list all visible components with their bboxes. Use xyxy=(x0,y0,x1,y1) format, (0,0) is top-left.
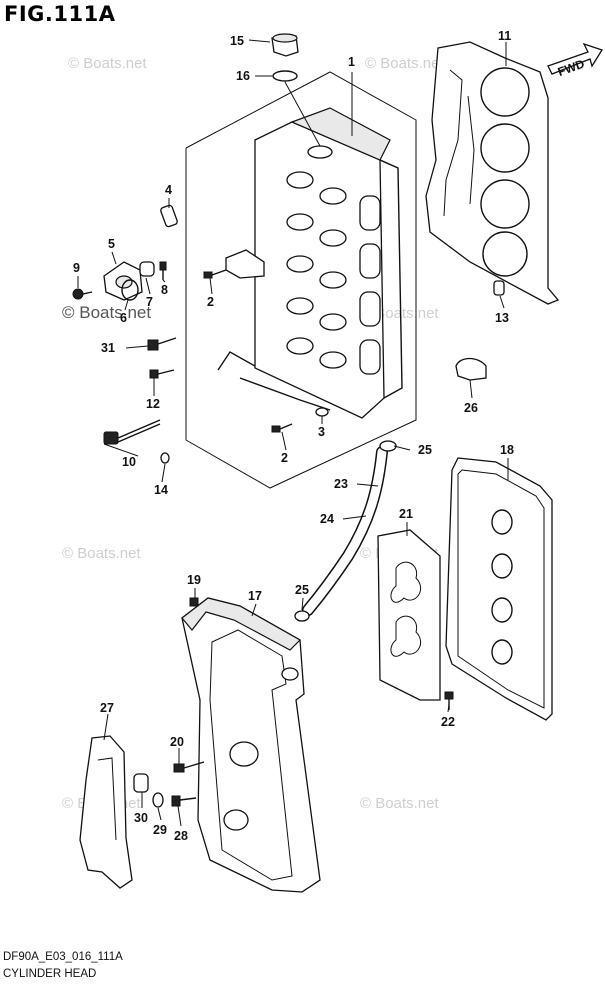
callout-30: 30 xyxy=(134,811,148,825)
callout-18: 18 xyxy=(500,443,514,457)
callout-2: 2 xyxy=(207,295,214,309)
watermark-dark: © Boats.net xyxy=(62,303,151,322)
callout-3: 3 xyxy=(318,425,325,439)
bolt xyxy=(147,337,177,351)
plug xyxy=(315,407,329,417)
figure-title: FIG.111A xyxy=(4,2,116,26)
watermark: © Boats.net xyxy=(360,795,439,812)
callout-2: 2 xyxy=(281,451,288,465)
breather-hose xyxy=(302,446,388,616)
bolt xyxy=(149,369,175,379)
callout-11: 11 xyxy=(498,29,511,43)
o-ring xyxy=(272,70,298,82)
hose-clamp xyxy=(455,357,487,381)
gasket-plate xyxy=(377,529,441,701)
callout-4: 4 xyxy=(165,183,172,197)
callout-31: 31 xyxy=(101,341,115,355)
head-gasket xyxy=(425,41,560,305)
watermark: © Boats.net xyxy=(68,55,147,72)
callout-19: 19 xyxy=(187,573,201,587)
cylinder-head-assembly xyxy=(185,71,417,489)
screw xyxy=(72,288,93,300)
callout-5: 5 xyxy=(108,237,115,251)
callout-23: 23 xyxy=(334,477,348,491)
figure-caption: CYLINDER HEAD xyxy=(3,968,97,980)
bolt xyxy=(171,795,197,807)
callout-13: 13 xyxy=(495,311,509,325)
callout-22: 22 xyxy=(441,715,455,729)
callout-12: 12 xyxy=(146,397,160,411)
forward-arrow-icon: FWD xyxy=(547,42,603,80)
callout-20: 20 xyxy=(170,735,184,749)
sensor-housing xyxy=(103,261,143,301)
heat-shield xyxy=(79,735,133,889)
callout-labels: 1 2 2 3 4 5 6 7 8 9 10 11 12 13 14 15 16… xyxy=(73,29,514,843)
washer xyxy=(152,792,164,808)
callout-25: 25 xyxy=(418,443,432,457)
watermark: © Boats.net xyxy=(365,55,444,72)
bolt xyxy=(271,423,293,433)
callout-21: 21 xyxy=(399,507,413,521)
callout-9: 9 xyxy=(73,261,80,275)
callout-1: 1 xyxy=(348,55,355,69)
callout-29: 29 xyxy=(153,823,167,837)
bushing xyxy=(139,261,155,277)
fwd-label: FWD xyxy=(556,57,587,80)
callout-26: 26 xyxy=(464,401,478,415)
callout-14: 14 xyxy=(154,483,168,497)
leader-lines xyxy=(77,39,509,827)
screw xyxy=(189,597,199,607)
hose-clamp xyxy=(379,440,397,452)
callout-8: 8 xyxy=(161,283,168,297)
oil-filler-cap xyxy=(271,33,299,57)
callout-28: 28 xyxy=(174,829,188,843)
bolt xyxy=(159,261,167,280)
callout-7: 7 xyxy=(146,295,153,309)
figure-code: DF90A_E03_016_111A xyxy=(3,951,123,963)
callout-16: 16 xyxy=(236,69,250,83)
watermark: © Boats.net xyxy=(62,545,141,562)
callout-25: 25 xyxy=(295,583,309,597)
hose-clamp xyxy=(294,610,310,622)
callout-17: 17 xyxy=(248,589,262,603)
callout-10: 10 xyxy=(122,455,136,469)
cover-gasket xyxy=(445,457,553,721)
cylinder-head-cover xyxy=(181,597,321,893)
callout-27: 27 xyxy=(100,701,114,715)
head-bolt xyxy=(103,419,161,445)
washer xyxy=(160,452,170,464)
callout-15: 15 xyxy=(230,34,244,48)
gasket-ring xyxy=(121,279,139,301)
bolt xyxy=(203,269,227,279)
callout-6: 6 xyxy=(120,311,127,325)
callout-24: 24 xyxy=(320,512,334,526)
dowel-pin xyxy=(493,280,505,296)
pin xyxy=(160,204,178,228)
grommet xyxy=(133,773,149,793)
